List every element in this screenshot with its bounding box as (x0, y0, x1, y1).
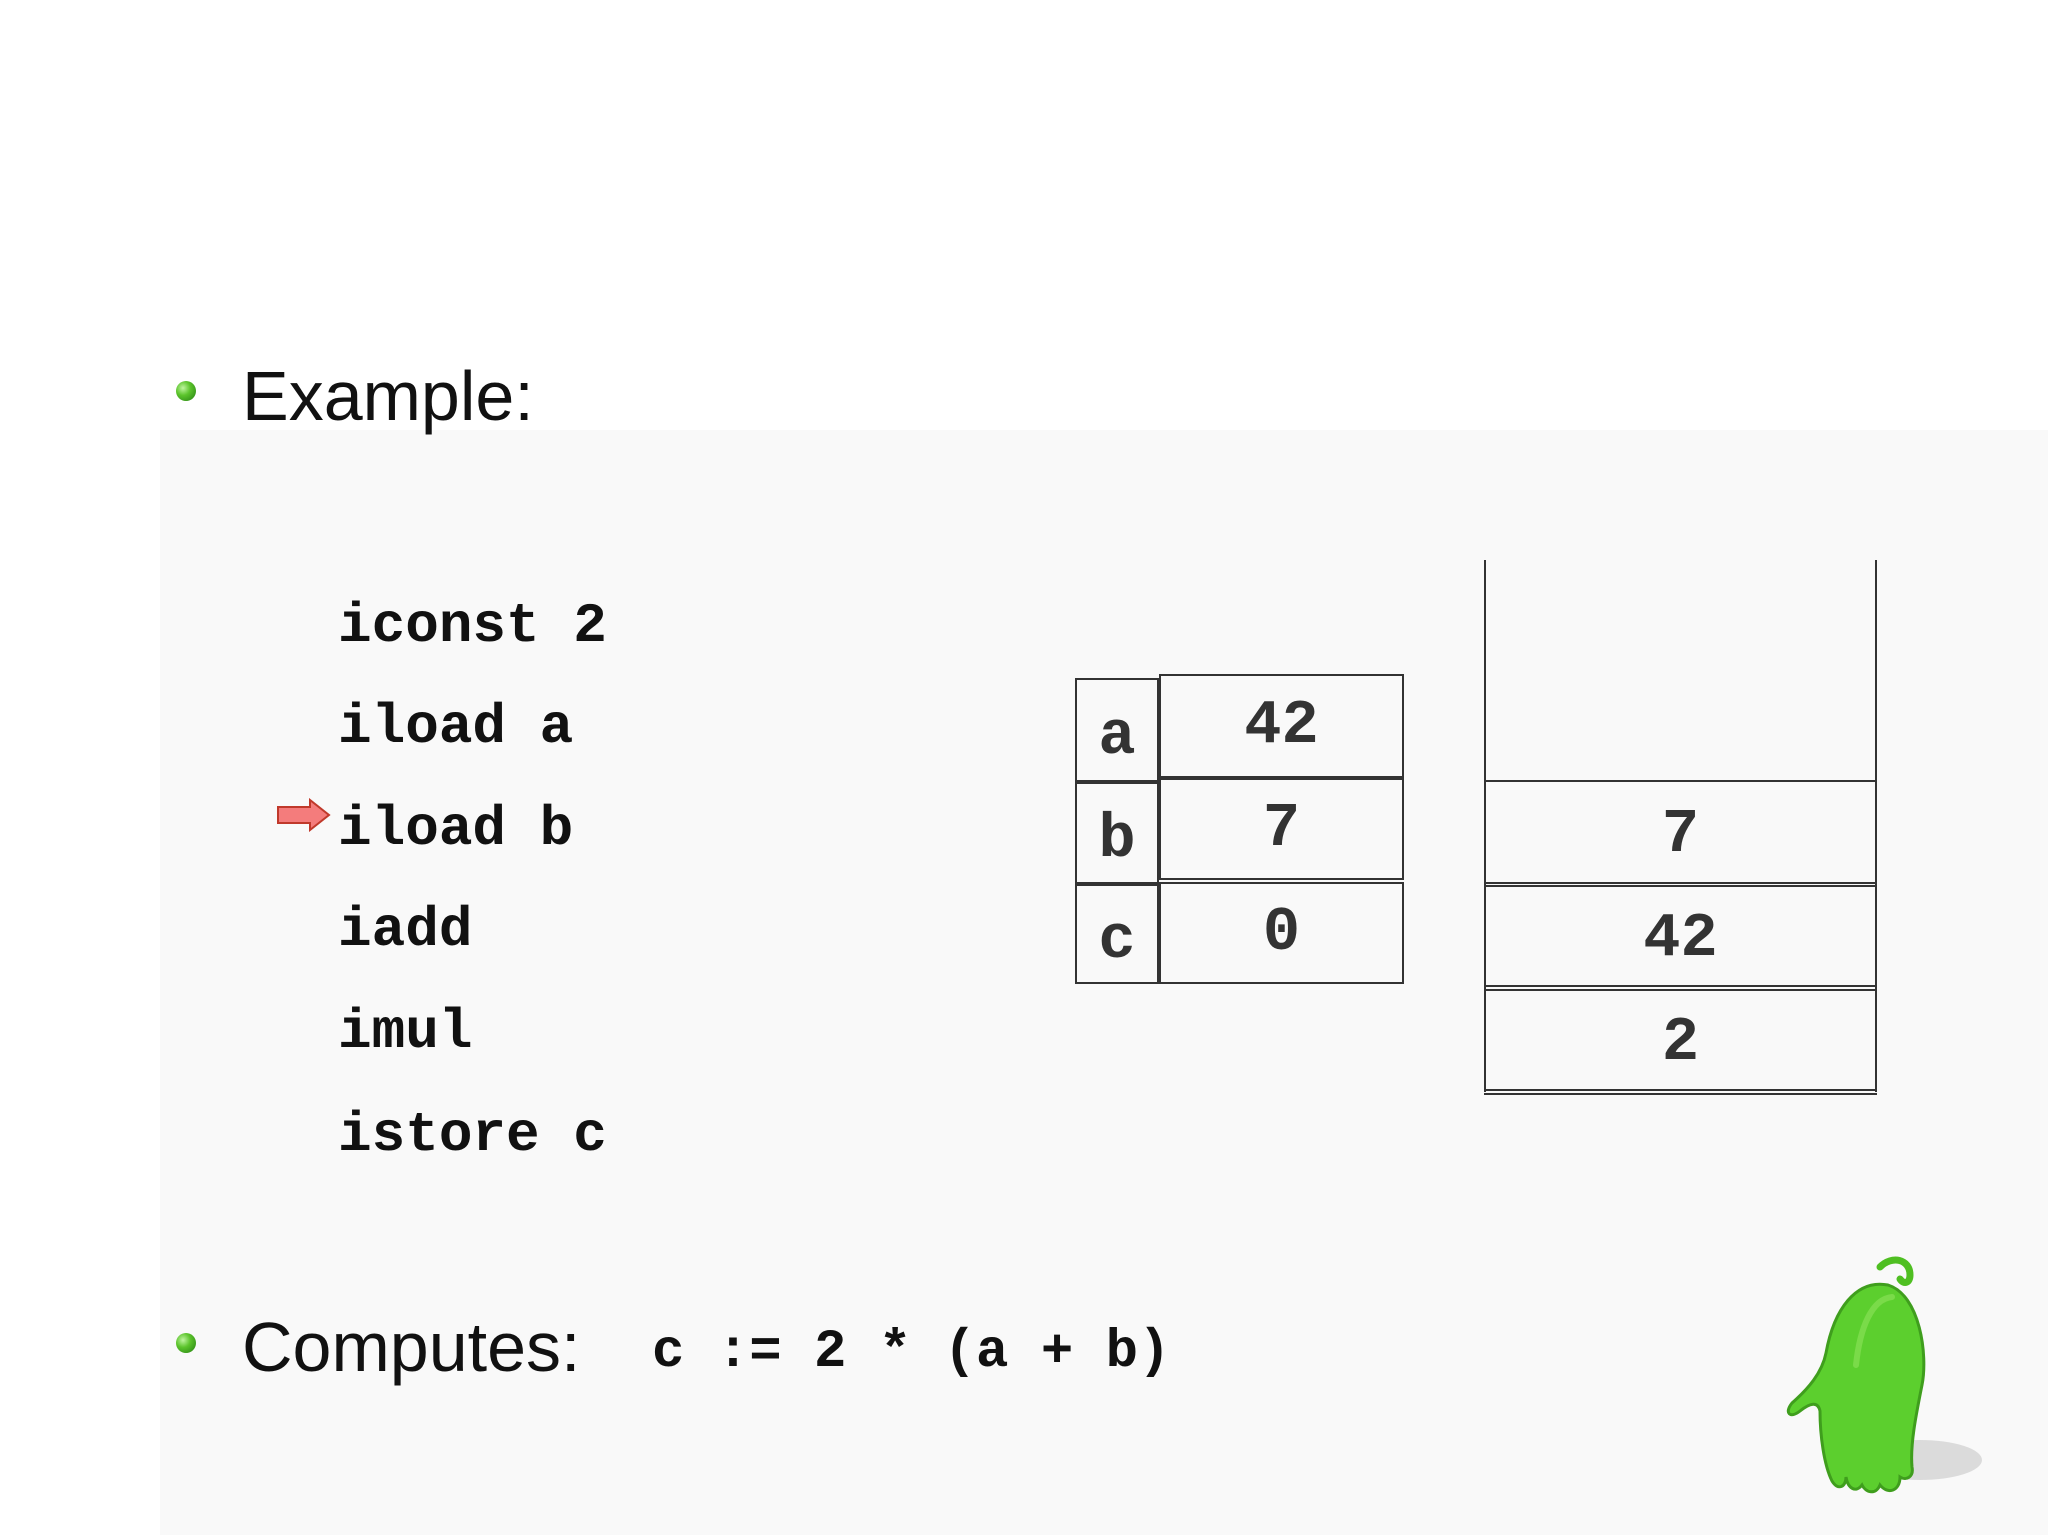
bullet-computes-icon (176, 1333, 196, 1353)
instruction-5: istore c (338, 1103, 607, 1167)
example-heading: Example: (242, 357, 534, 435)
variable-value-b: 7 (1159, 778, 1404, 880)
instruction-3: iadd (338, 898, 473, 962)
instruction-4: imul (338, 1000, 473, 1064)
computes-expression: c := 2 * (a + b) (652, 1322, 1171, 1383)
instruction-1: iload a (338, 695, 574, 759)
computes-heading: Computes: (242, 1308, 581, 1386)
instruction-0: iconst 2 (338, 594, 607, 658)
stack-floor (1484, 1093, 1877, 1095)
variable-name-a: a (1075, 678, 1159, 782)
stack-item-middle: 42 (1484, 885, 1877, 987)
variable-name-b: b (1075, 782, 1159, 884)
instruction-2: iload b (338, 797, 574, 861)
variable-value-a: 42 (1159, 674, 1404, 778)
green-creature-mascot-icon (1786, 1256, 1982, 1494)
variable-name-c: c (1075, 884, 1159, 984)
stack-item-bottom: 2 (1484, 989, 1877, 1091)
variable-value-c: 0 (1159, 882, 1404, 984)
stack-item-top: 7 (1484, 780, 1877, 884)
bullet-example-icon (176, 381, 196, 401)
program-counter-arrow-icon (277, 798, 331, 832)
